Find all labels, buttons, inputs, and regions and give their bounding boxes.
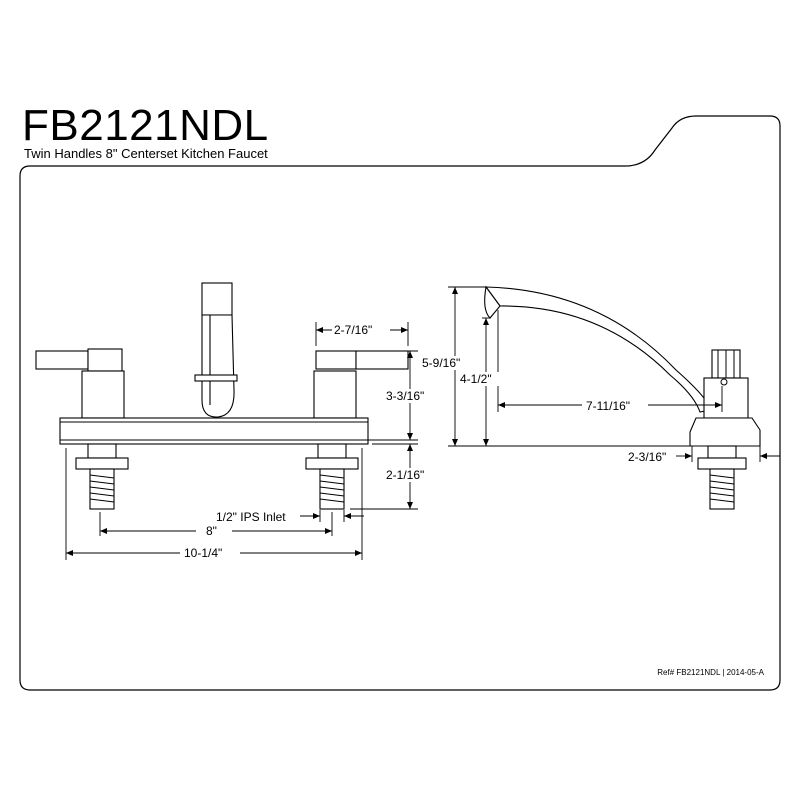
dim-handle-spacing: 2-7/16": [334, 323, 372, 337]
dim-spout-height: 4-1/2": [460, 372, 492, 386]
dim-spout-reach: 7-11/16": [586, 399, 630, 413]
dim-total-height: 5-9/16": [422, 356, 460, 370]
arrowheads: [66, 287, 767, 556]
front-view: [35, 282, 409, 510]
model-title: FB2121NDL: [22, 101, 269, 150]
dim-center-spacing: 8": [206, 524, 217, 538]
dimension-label-bgs: [180, 323, 648, 559]
side-view: [484, 285, 761, 510]
side-details: [709, 350, 735, 503]
dim-shank-length: 2-1/16": [386, 468, 424, 482]
front-threads: [89, 474, 345, 503]
reference-footer: Ref# FB2121NDL | 2014-05-A: [657, 668, 764, 677]
page-frame: [19, 115, 781, 691]
dim-overall-width: 10-1/4": [184, 546, 222, 560]
dim-deck-depth: 2-3/16": [628, 450, 666, 464]
dim-handle-height: 3-3/16": [386, 389, 424, 403]
product-subtitle: Twin Handles 8" Centerset Kitchen Faucet: [24, 146, 268, 161]
dim-inlet: 1/2" IPS Inlet: [216, 510, 286, 524]
